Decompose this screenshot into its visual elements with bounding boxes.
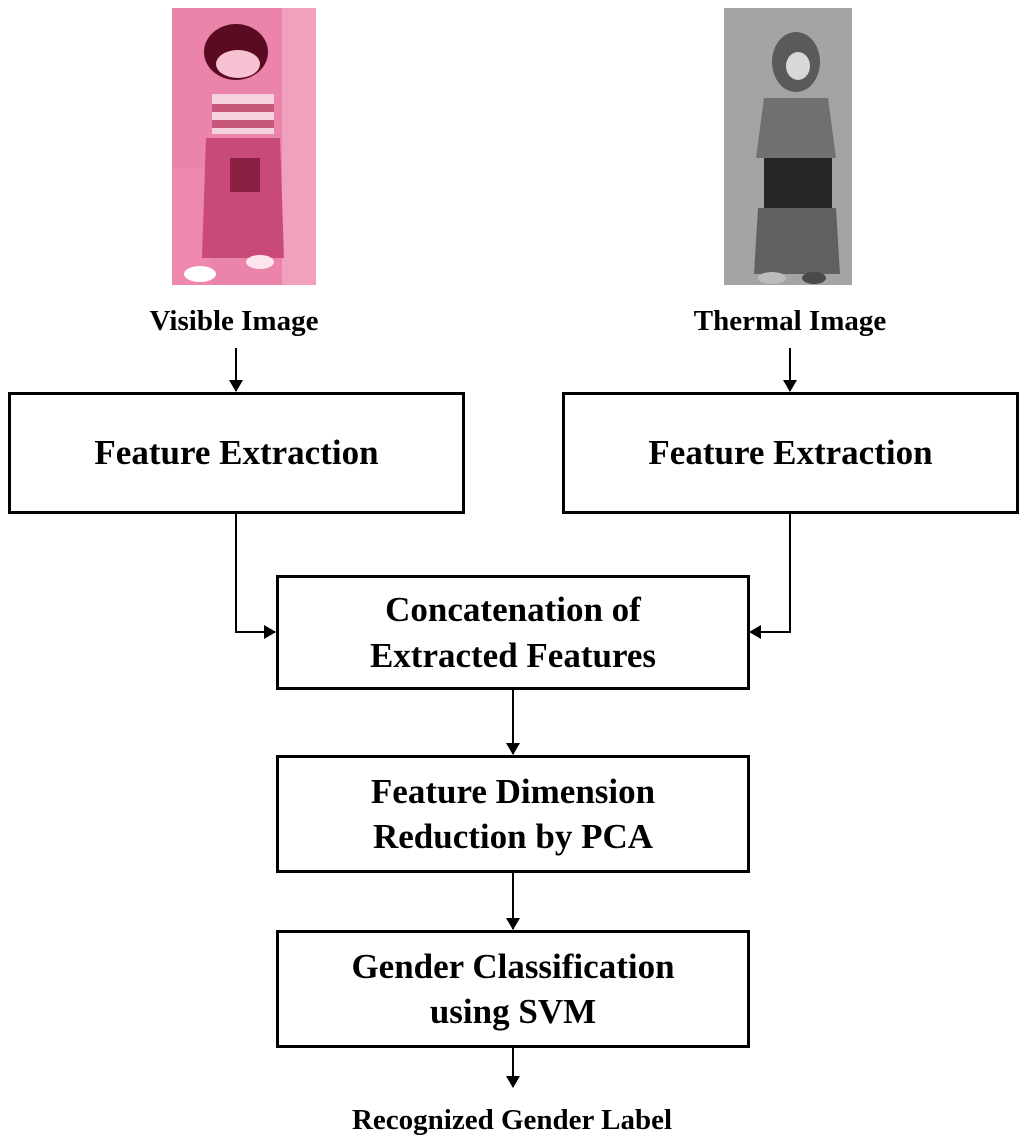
visible-image-thumbnail xyxy=(172,8,316,285)
output-label: Recognized Gender Label xyxy=(351,1104,673,1136)
svm-box: Gender Classification using SVM xyxy=(276,930,750,1048)
arrow-right-feature-to-concatenation xyxy=(749,514,791,639)
pca-box: Feature Dimension Reduction by PCA xyxy=(276,755,750,873)
feature-extraction-right-label: Feature Extraction xyxy=(648,433,933,473)
pca-label-line1: Feature Dimension xyxy=(370,771,656,811)
thermal-image-thumbnail xyxy=(724,8,852,285)
visible-person-figure xyxy=(172,8,316,285)
feature-extraction-left-box: Feature Extraction xyxy=(8,392,465,514)
feature-extraction-right-box: Feature Extraction xyxy=(562,392,1019,514)
visible-image-caption: Visible Image xyxy=(149,305,319,337)
arrow-left-feature-to-concatenation xyxy=(235,514,276,639)
feature-extraction-left-label: Feature Extraction xyxy=(94,433,379,473)
thermal-image-caption: Thermal Image xyxy=(693,305,887,337)
concatenation-box: Concatenation of Extracted Features xyxy=(276,575,750,690)
concatenation-label-line1: Concatenation of xyxy=(385,590,641,629)
pca-label-line2: Reduction by PCA xyxy=(372,817,654,856)
concatenation-label-line2: Extracted Features xyxy=(369,635,657,675)
svm-label-line2: using SVM xyxy=(429,992,597,1031)
thermal-person-figure xyxy=(724,8,852,285)
svm-label-line1: Gender Classification xyxy=(351,946,675,986)
